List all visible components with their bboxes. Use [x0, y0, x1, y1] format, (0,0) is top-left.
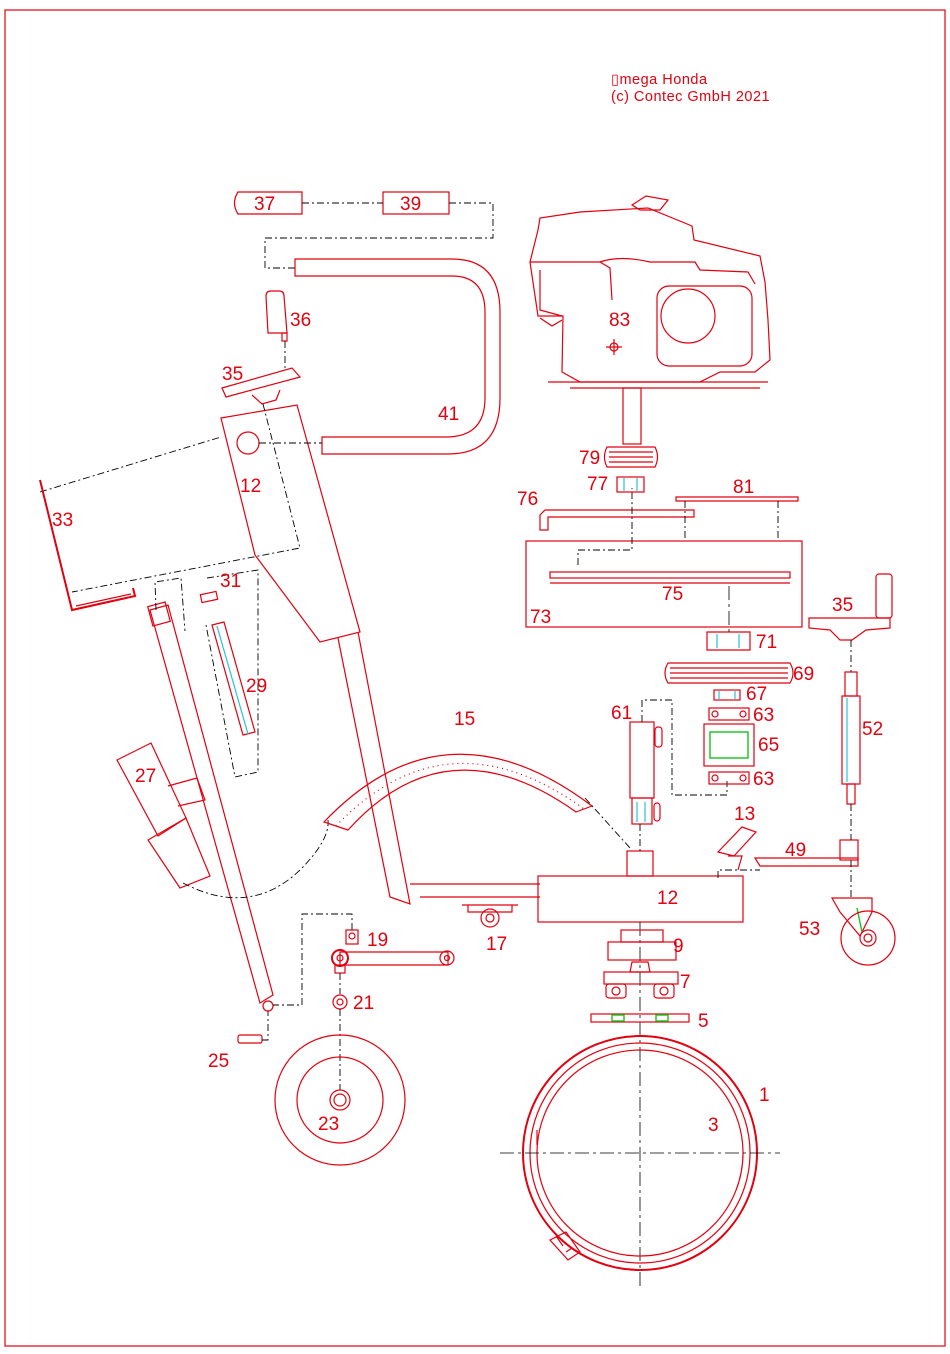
part-41-handle [295, 259, 500, 454]
label-9: 9 [673, 936, 684, 957]
title-line-1: ▯mega Honda [611, 72, 708, 88]
part-9 [608, 930, 676, 960]
label-75: 75 [662, 584, 683, 605]
label-67: 67 [746, 684, 767, 705]
part-12-main-body [538, 851, 743, 922]
label-7: 7 [680, 972, 691, 993]
dash-25 [262, 1011, 268, 1040]
label-36: 36 [290, 310, 311, 331]
part-25-pin [238, 1035, 262, 1043]
part-12-upper-bracket [221, 405, 360, 642]
label-13: 13 [734, 804, 755, 825]
part-71 [707, 632, 750, 650]
part-7 [604, 962, 678, 998]
label-73: 73 [530, 607, 551, 628]
dash-49-12 [718, 870, 760, 878]
label-21: 21 [353, 993, 374, 1014]
label-31: 31 [220, 571, 241, 592]
part-63-top [709, 708, 749, 720]
label-3: 3 [708, 1115, 719, 1136]
part-33-tray [40, 480, 135, 610]
label-53: 53 [799, 919, 820, 940]
part-13 [718, 827, 756, 870]
left-leg-frame [148, 602, 273, 1011]
part-52-strut [842, 672, 860, 804]
part-63-bottom [709, 772, 749, 784]
part-77 [617, 477, 644, 492]
label-61: 61 [611, 703, 632, 724]
label-83: 83 [609, 310, 630, 331]
part-65 [704, 724, 754, 766]
part-19-arm [332, 930, 454, 973]
label-49: 49 [785, 840, 806, 861]
part-75-belt [550, 572, 790, 583]
label-27: 27 [135, 766, 156, 787]
label-25: 25 [208, 1051, 229, 1072]
label-65: 65 [758, 735, 779, 756]
label-23: 23 [318, 1114, 339, 1135]
label-77: 77 [587, 474, 608, 495]
label-33: 33 [52, 510, 73, 531]
label-76: 76 [517, 489, 538, 510]
label-81: 81 [733, 477, 754, 498]
main-frame-tube [338, 632, 540, 904]
part-36-grip [266, 291, 287, 341]
part-53-caster [832, 898, 895, 965]
label-12-main: 12 [657, 888, 678, 909]
label-71: 71 [756, 632, 777, 653]
dash-37-39 [265, 203, 493, 268]
label-39: 39 [400, 194, 421, 215]
part-69-pulley [665, 663, 793, 683]
label-63-top: 63 [753, 705, 774, 726]
label-1: 1 [759, 1085, 770, 1106]
label-63-bottom: 63 [753, 769, 774, 790]
part-21 [333, 995, 347, 1009]
label-69: 69 [793, 664, 814, 685]
part-17 [462, 905, 518, 927]
dash-15-12 [585, 798, 630, 848]
part-61-cylinder [630, 722, 662, 824]
part-31 [200, 591, 217, 602]
part-83-engine [530, 196, 770, 444]
part-67 [714, 690, 740, 700]
label-35-left: 35 [222, 364, 243, 385]
part-49-arm [755, 840, 858, 866]
dash-left-leg [155, 578, 185, 631]
label-35-right: 35 [832, 595, 853, 616]
dash-27-arc [183, 820, 328, 898]
dash-29-31 [206, 570, 258, 777]
label-19: 19 [367, 930, 388, 951]
label-17: 17 [486, 934, 507, 955]
dash-76-81 [578, 488, 778, 565]
part-27-clamp [117, 743, 210, 888]
label-37: 37 [254, 194, 275, 215]
part-76 [540, 510, 694, 530]
part-79-pulley [605, 447, 658, 467]
label-79: 79 [579, 448, 600, 469]
label-5: 5 [698, 1011, 709, 1032]
dash-33-12 [40, 437, 221, 492]
label-15: 15 [454, 709, 475, 730]
title-line-2: (c) Contec GmbH 2021 [611, 89, 770, 105]
label-12-upper: 12 [240, 476, 261, 497]
label-52: 52 [862, 719, 883, 740]
label-29: 29 [246, 676, 267, 697]
dash-35-12 [72, 404, 300, 592]
label-41: 41 [438, 404, 459, 425]
